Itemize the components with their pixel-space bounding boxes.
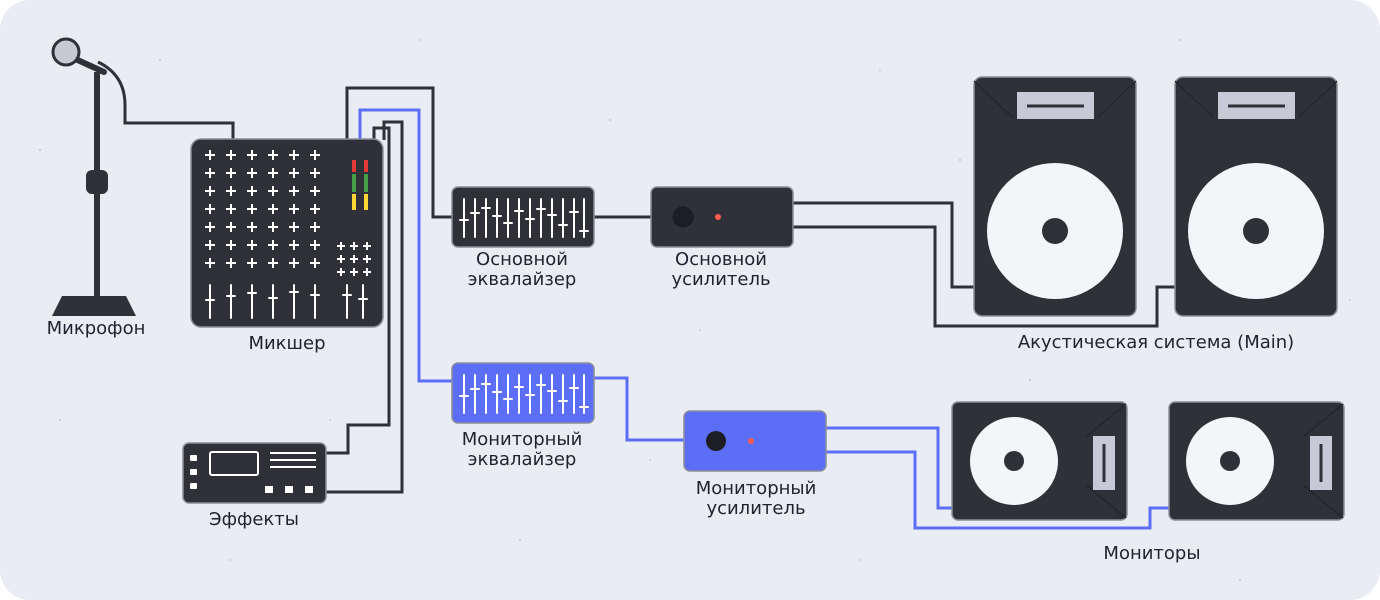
- main-amp-power-led: [715, 214, 721, 220]
- mixer-label: Микшер: [248, 333, 325, 354]
- monitor-amp-label-line2: усилитель: [706, 498, 805, 519]
- mixer: [190, 138, 384, 328]
- amp-to-speaker2-cable: [793, 225, 1176, 328]
- effects-send-cable: [326, 126, 391, 455]
- monitor-equalizer: [451, 362, 595, 424]
- monitors-label: Мониторы: [1103, 543, 1200, 564]
- monitor-eq-label-line1: Мониторный: [462, 429, 583, 450]
- main-speakers-label: Акустическая система (Main): [1018, 332, 1294, 353]
- mixer-to-monitor-eq-cable: [358, 108, 452, 383]
- main-amp-knob: [672, 206, 694, 228]
- effects-return-cable: [326, 120, 404, 494]
- amp-to-monitor1-cable: [826, 426, 954, 510]
- monitor-amp-label-line1: Мониторный: [696, 478, 817, 499]
- effects-display: [209, 451, 259, 476]
- effects-label: Эффекты: [209, 509, 299, 530]
- monitor-amplifier: [683, 410, 827, 472]
- microphone-stand: [51, 37, 136, 316]
- monitor-eq-label-line2: эквалайзер: [468, 449, 577, 470]
- mixer-knobs: [205, 150, 371, 276]
- main-amp-label-line1: Основной: [675, 249, 767, 270]
- monitor-amp-knob: [706, 431, 726, 451]
- monitor-cables: [358, 108, 1172, 530]
- microphone-label: Микрофон: [47, 318, 146, 339]
- main-amp-label-line2: усилитель: [671, 269, 770, 290]
- main-eq-label-line1: Основной: [476, 249, 568, 270]
- mixer-to-main-eq-cable: [345, 86, 452, 219]
- monitor-speaker-right: [1168, 401, 1345, 521]
- mixer-level-meters: [352, 160, 368, 210]
- amp-to-speaker1-cable: [793, 201, 974, 289]
- microphone-head: [51, 37, 81, 67]
- effects-unit: [182, 442, 327, 504]
- main-eq-label-line2: эквалайзер: [468, 269, 577, 290]
- main-cables: [97, 60, 1176, 494]
- monitor-amp-power-led: [748, 438, 754, 444]
- main-speaker-left: [973, 76, 1137, 317]
- main-equalizer: [451, 186, 595, 248]
- main-amplifier: [650, 186, 794, 248]
- main-speaker-right: [1174, 76, 1338, 317]
- mixer-faders: [205, 284, 368, 319]
- amp-to-monitor2-cable: [826, 450, 1172, 530]
- monitor-speaker-left: [951, 401, 1128, 521]
- monitor-eq-to-amp-cable: [594, 376, 686, 442]
- mic-cable: [97, 60, 235, 140]
